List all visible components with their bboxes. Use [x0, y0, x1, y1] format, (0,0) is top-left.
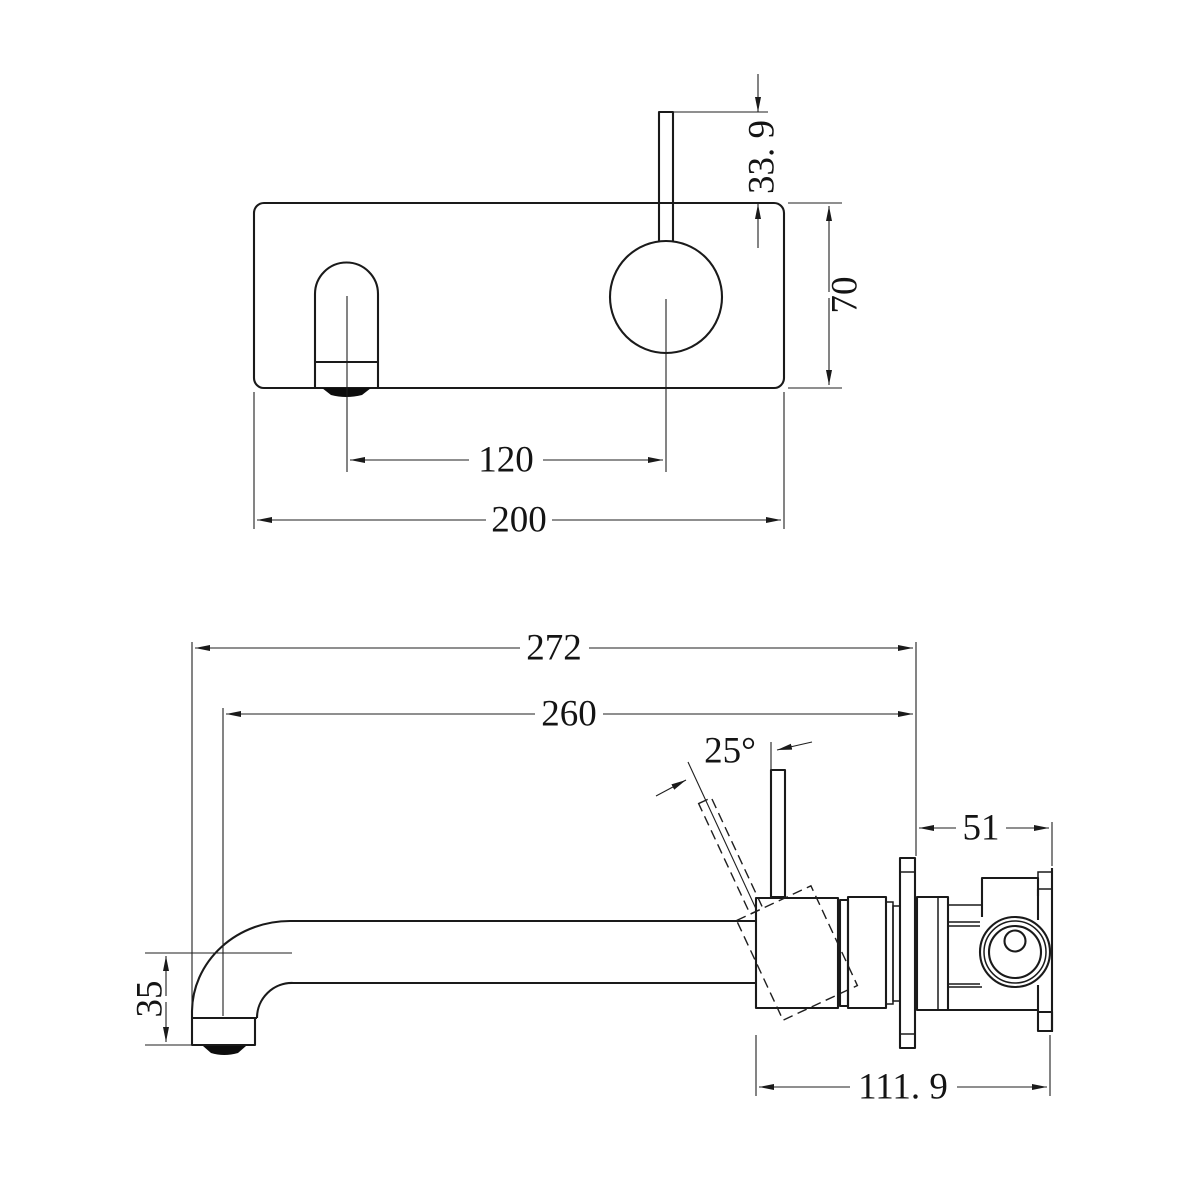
- front-view: 33. 9 70 120 200: [252, 74, 866, 541]
- dim-body-length: 111. 9: [755, 1035, 1051, 1108]
- side-port-small-circle: [1003, 929, 1027, 953]
- side-port-inner-circle: [987, 924, 1043, 980]
- dim-label-25deg: 25°: [704, 731, 756, 772]
- dim-label-111-9: 111. 9: [858, 1067, 948, 1108]
- side-valve-body: [915, 868, 1054, 1033]
- side-cartridge: [838, 895, 901, 1010]
- side-spout: [190, 919, 756, 1055]
- dim-handle-angle: 25°: [655, 731, 813, 912]
- dim-lever-above-plate: 33. 9: [673, 74, 783, 248]
- front-wall-plate: [252, 201, 786, 390]
- dim-label-51: 51: [963, 808, 1000, 849]
- side-aerator: [203, 1046, 246, 1055]
- dim-overall-reach: 272: [195, 628, 913, 669]
- dim-label-260: 260: [541, 694, 597, 735]
- dim-reach-to-outlet: 260: [226, 694, 913, 735]
- side-port-outer-circle: [978, 915, 1052, 989]
- dim-label-272: 272: [526, 628, 582, 669]
- side-mount-arm: [980, 876, 1040, 917]
- dim-outlet-drop: 35: [130, 952, 292, 1046]
- dim-spout-to-handle: 120: [350, 440, 663, 481]
- side-wall-plate: [898, 856, 917, 1050]
- dim-label-120: 120: [478, 440, 534, 481]
- side-view: 272 260 25° 51 35: [130, 628, 1054, 1108]
- front-handle-lever: [657, 110, 675, 241]
- dim-label-35: 35: [130, 981, 171, 1018]
- dim-label-33-9: 33. 9: [742, 120, 783, 194]
- dim-label-70: 70: [825, 277, 866, 314]
- dim-plate-width: 200: [253, 392, 785, 541]
- dim-plate-height: 70: [788, 202, 866, 389]
- dim-label-200: 200: [491, 500, 547, 541]
- dim-behind-wall-depth: 51: [919, 808, 1053, 866]
- side-rear-bracket: [1036, 868, 1054, 1033]
- side-handle-lever: [769, 768, 787, 899]
- side-handle-body: [754, 896, 840, 1010]
